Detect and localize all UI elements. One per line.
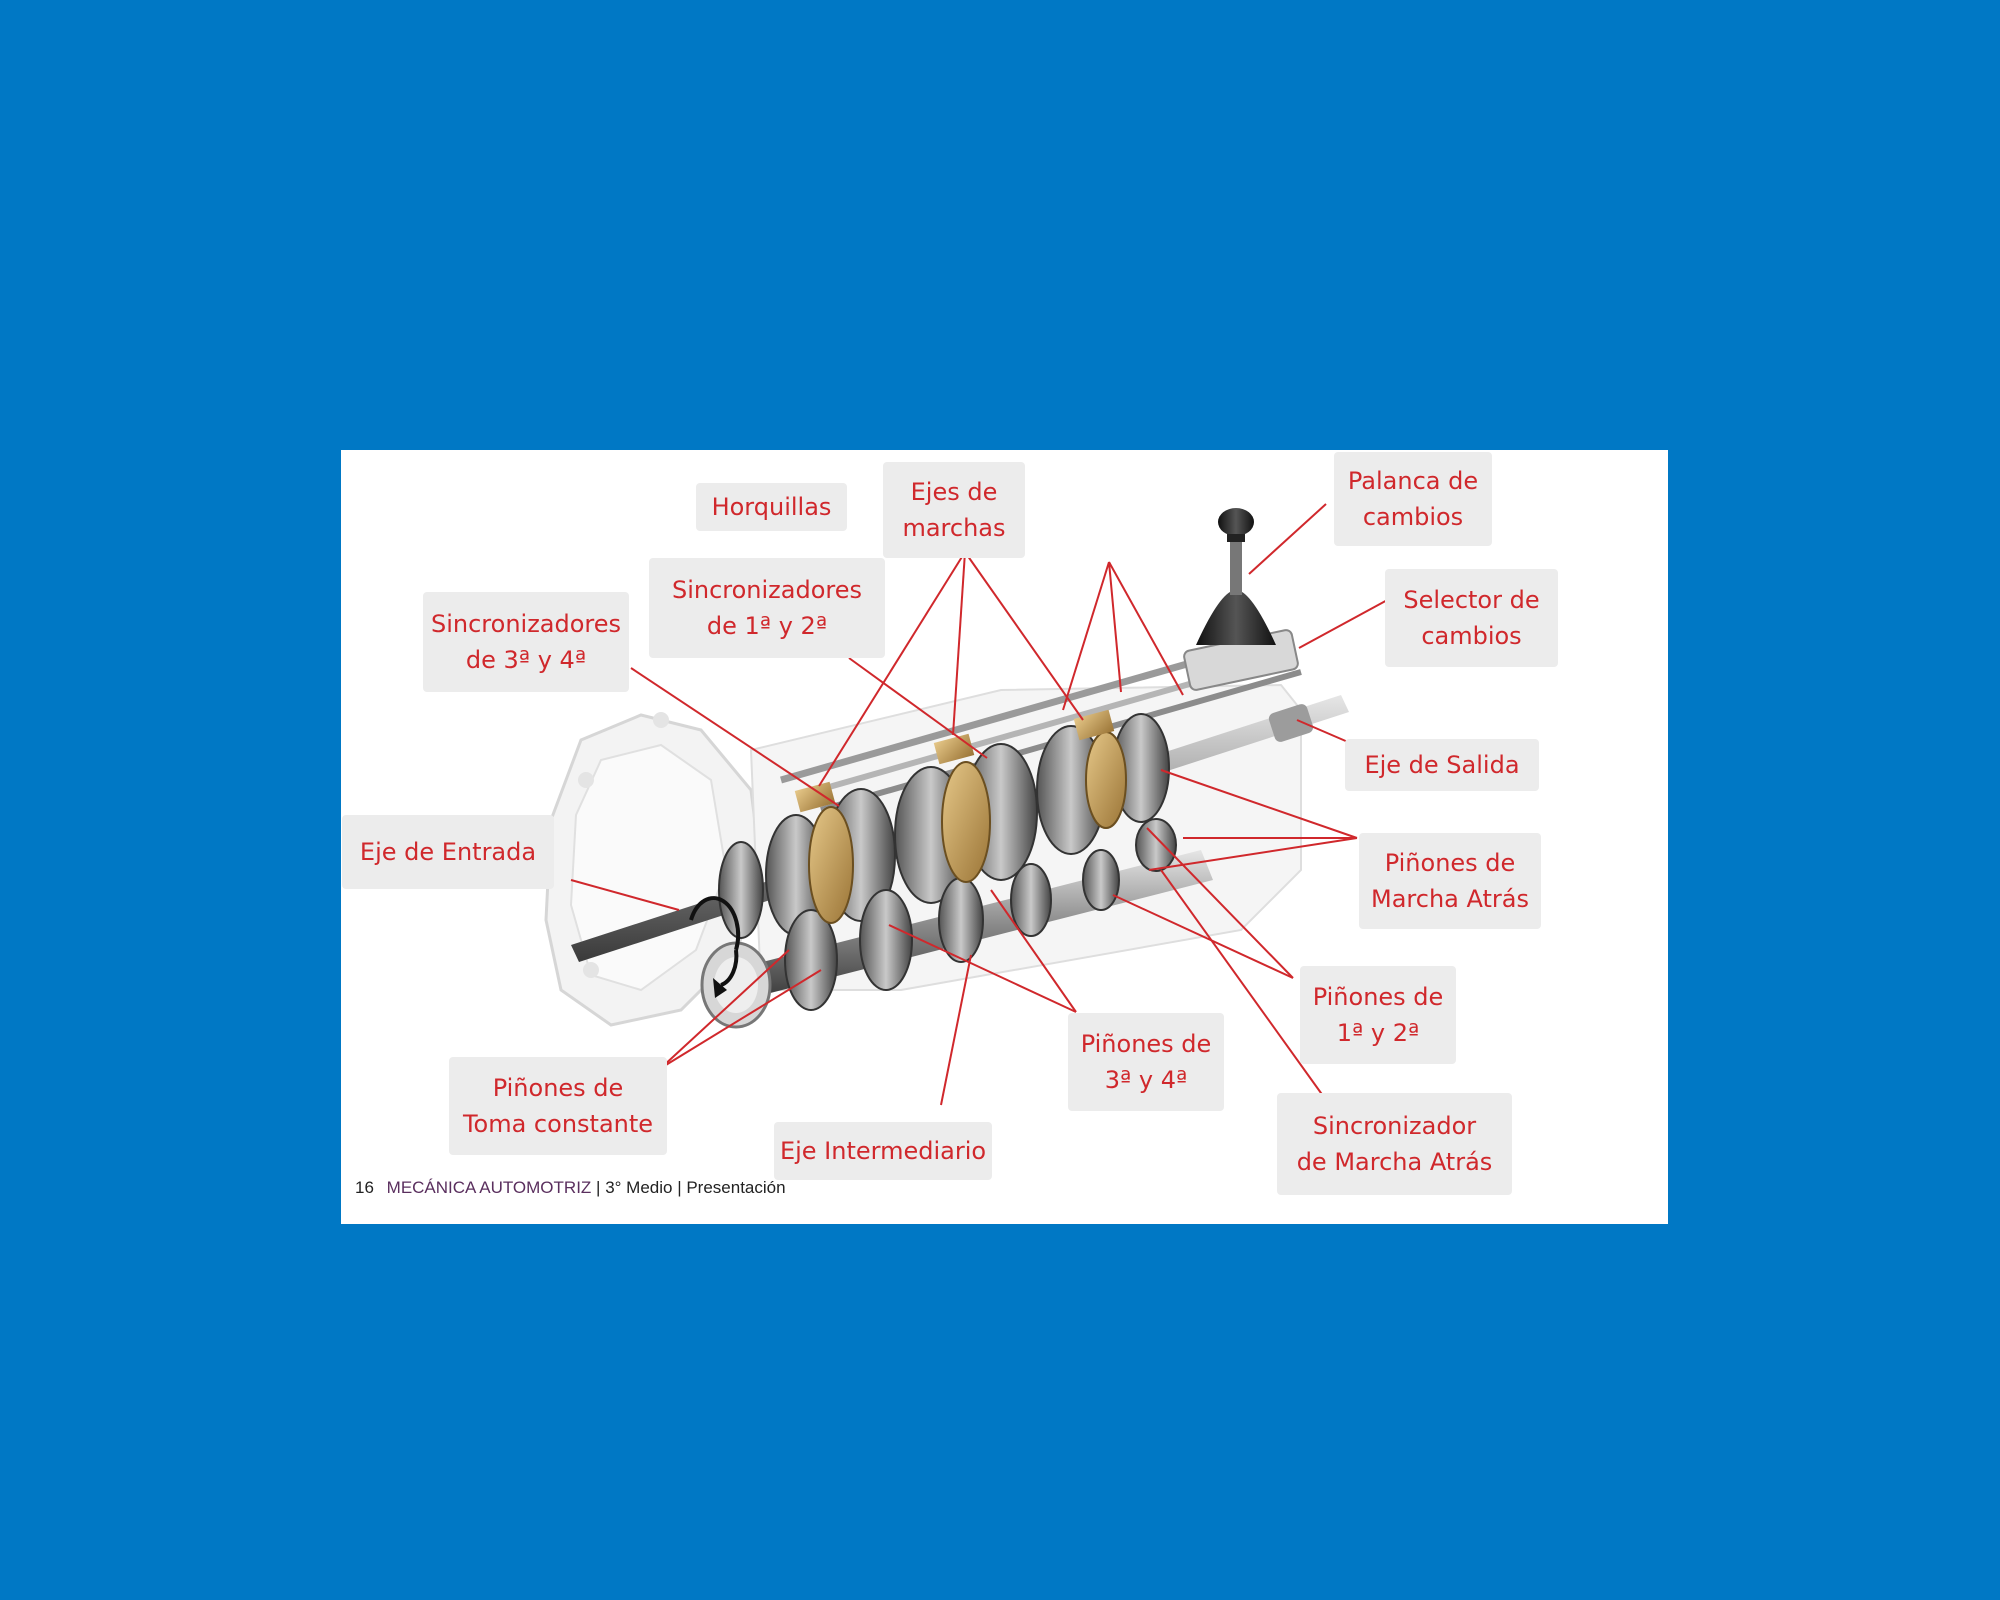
label-pinones-marcha-atras: Piñones de Marcha Atrás <box>1359 833 1541 929</box>
label-pin-12-line1: Piñones de <box>1312 983 1444 1011</box>
footer-course-title: MECÁNICA AUTOMOTRIZ <box>386 1178 592 1197</box>
label-pin-34-line2: 3ª y 4ª <box>1104 1066 1188 1094</box>
label-sinc-12-line1: Sincronizadores <box>671 576 863 604</box>
label-pin-12-line2: 1ª y 2ª <box>1336 1019 1420 1047</box>
footer-level: 3° Medio <box>605 1178 673 1197</box>
label-palanca-line2: cambios <box>1362 503 1464 531</box>
label-eje-intermediario: Eje Intermediario <box>774 1122 992 1180</box>
label-sinc-34-line2: de 3ª y 4ª <box>465 646 587 674</box>
footer-separator-1: | <box>591 1178 606 1197</box>
shift-lever <box>1183 508 1299 691</box>
label-horquillas-line1: Horquillas <box>711 493 832 521</box>
label-horquillas: Horquillas <box>696 483 847 531</box>
gear-stack <box>718 713 1177 1011</box>
label-pin-toma-line2: Toma constante <box>462 1110 654 1138</box>
label-selector-line2: cambios <box>1421 622 1522 650</box>
label-sincronizadores-1-2: Sincronizadores de 1ª y 2ª <box>649 558 885 658</box>
label-eje-salida-line1: Eje de Salida <box>1364 751 1520 779</box>
label-ejes-de-marchas-line1: Ejes de <box>910 478 998 506</box>
label-pinones-toma-constante: Piñones de Toma constante <box>449 1057 667 1155</box>
label-selector-de-cambios: Selector de cambios <box>1385 569 1558 667</box>
label-sincronizadores-3-4: Sincronizadores de 3ª y 4ª <box>423 592 629 692</box>
label-pin-toma-line1: Piñones de <box>492 1074 624 1102</box>
label-eje-entrada-line1: Eje de Entrada <box>359 838 537 866</box>
label-sinc-34-line1: Sincronizadores <box>430 610 622 638</box>
label-palanca-line1: Palanca de <box>1347 467 1479 495</box>
label-eje-de-entrada: Eje de Entrada <box>342 815 554 889</box>
footer-page-number: 16 <box>355 1178 374 1197</box>
label-ejes-de-marchas: Ejes de marchas <box>883 462 1025 558</box>
label-pin-ma-line2: Marcha Atrás <box>1371 885 1529 913</box>
gearbox-diagram <box>544 503 1392 1106</box>
label-pin-34-line1: Piñones de <box>1080 1030 1212 1058</box>
label-sinc-ma-line1: Sincronizador <box>1312 1112 1477 1140</box>
label-pin-ma-line1: Piñones de <box>1384 849 1516 877</box>
slide: Horquillas Ejes de marchas Palanca de ca… <box>341 450 1668 1224</box>
label-ejes-de-marchas-line2: marchas <box>902 514 1006 542</box>
label-sinc-12-line2: de 1ª y 2ª <box>706 612 828 640</box>
label-pinones-1-2: Piñones de 1ª y 2ª <box>1300 966 1456 1064</box>
label-eje-de-salida: Eje de Salida <box>1345 739 1539 791</box>
label-eje-int-line1: Eje Intermediario <box>779 1137 987 1165</box>
footer-separator-2: | <box>672 1178 687 1197</box>
leader-lines <box>570 503 1392 1106</box>
label-pinones-3-4: Piñones de 3ª y 4ª <box>1068 1013 1224 1111</box>
rotation-arrows <box>689 896 741 998</box>
slide-footer: 16 MECÁNICA AUTOMOTRIZ | 3° Medio | Pres… <box>355 1178 786 1198</box>
shift-forks <box>794 709 1127 924</box>
label-sincronizador-marcha-atras: Sincronizador de Marcha Atrás <box>1277 1093 1512 1195</box>
label-selector-line1: Selector de <box>1403 586 1540 614</box>
label-sinc-ma-line2: de Marcha Atrás <box>1296 1148 1493 1176</box>
label-palanca-de-cambios: Palanca de cambios <box>1334 452 1492 546</box>
footer-section: Presentación <box>686 1178 786 1197</box>
